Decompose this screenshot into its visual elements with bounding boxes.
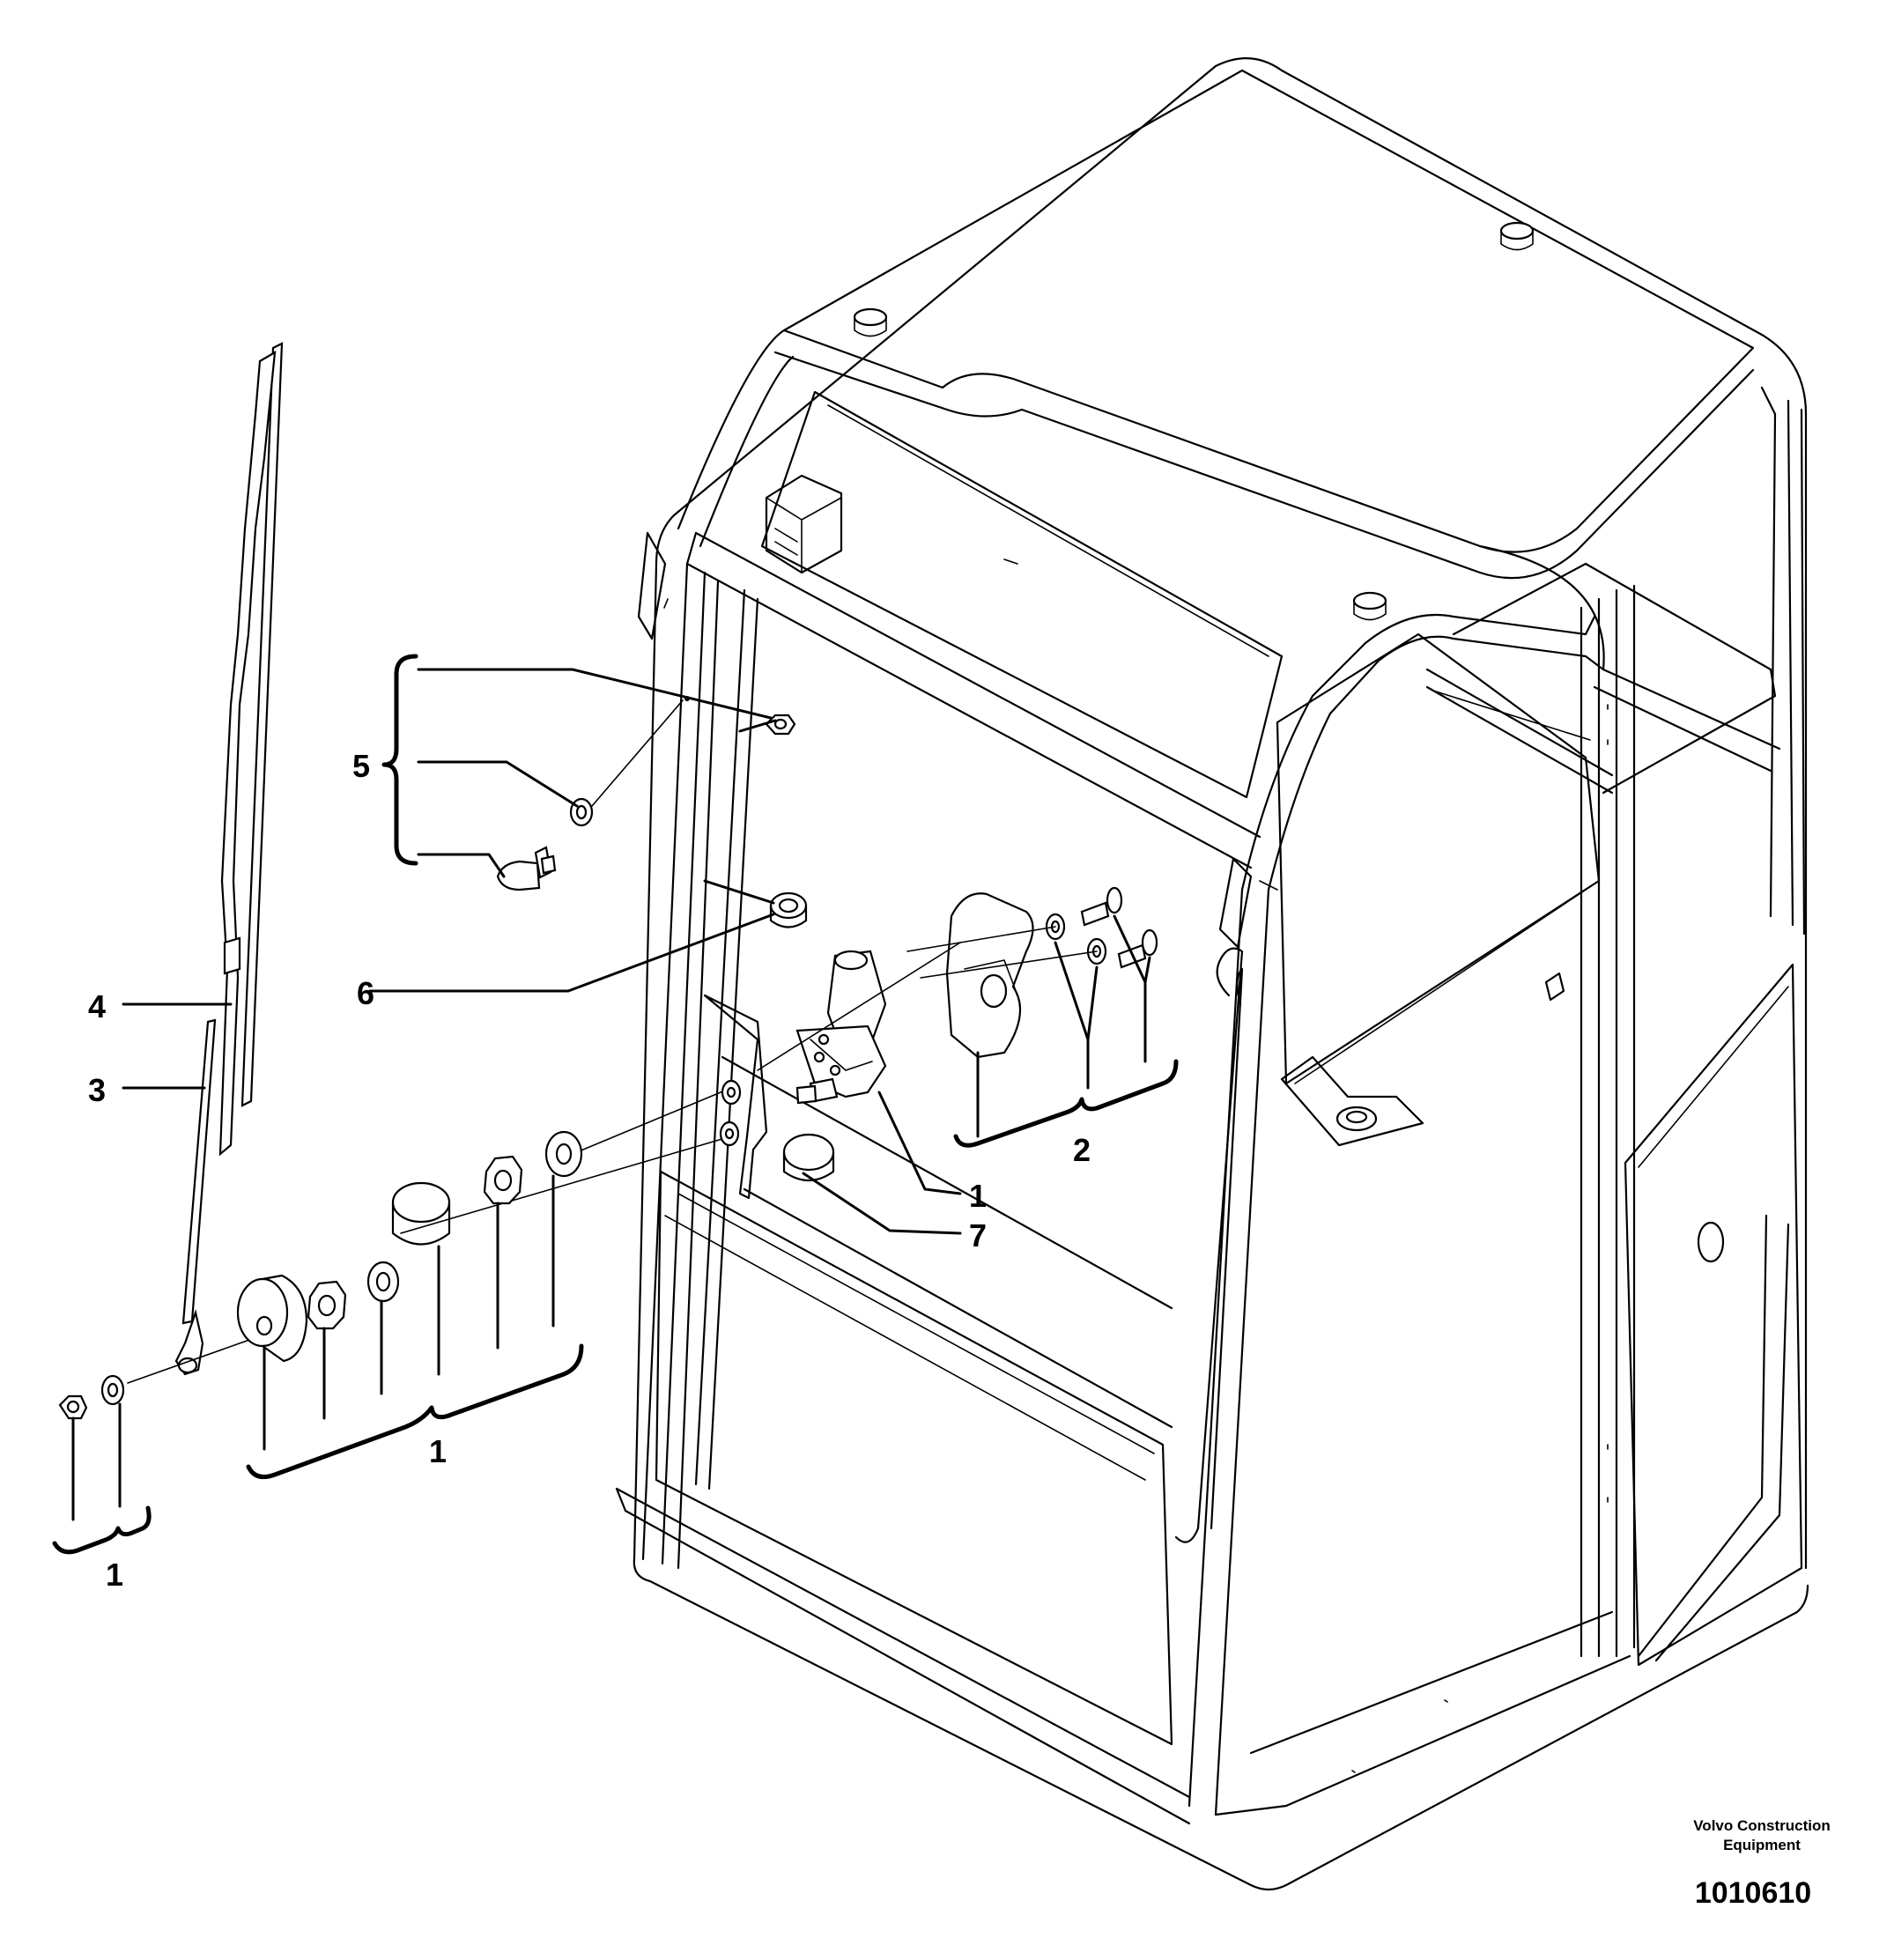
hub-cap xyxy=(391,1181,451,1246)
mounting-bolts xyxy=(906,886,1158,979)
credit-line-2: Equipment xyxy=(1723,1837,1801,1853)
braces xyxy=(52,654,1179,1555)
hub-nut-b xyxy=(483,1155,523,1205)
frame-hole-washers xyxy=(719,1079,742,1147)
callout-6: 6 xyxy=(357,975,374,1011)
callout-4: 4 xyxy=(88,988,106,1024)
brace-1-hub xyxy=(246,1343,584,1479)
leader-lines xyxy=(71,668,1151,1521)
wiper-arm xyxy=(174,1018,217,1376)
hub-nut xyxy=(307,1280,347,1330)
document-number: 1010610 xyxy=(1695,1876,1811,1910)
brace-1-small xyxy=(52,1505,152,1555)
hub-nut-small xyxy=(58,1394,88,1420)
wiper-blade xyxy=(218,342,284,1157)
wiper-motor-assembly xyxy=(703,892,1034,1200)
callout-3: 3 xyxy=(88,1072,106,1108)
callout-1-motor: 1 xyxy=(969,1178,987,1214)
shaft-axis-upper xyxy=(572,1087,732,1155)
hub-washer-a xyxy=(366,1261,400,1303)
cab-frame xyxy=(615,57,1809,1891)
brace-5 xyxy=(381,654,418,866)
credit-line-1: Volvo Construction xyxy=(1693,1817,1831,1834)
hub-washer-b xyxy=(544,1130,583,1178)
shaft-axis-lower xyxy=(400,1135,732,1234)
callout-1-washers: 1 xyxy=(106,1557,123,1593)
hub-washer-small xyxy=(100,1374,125,1406)
hub-bushing xyxy=(236,1274,308,1363)
cover-cap-small xyxy=(782,1133,835,1181)
brace-2 xyxy=(953,1059,1179,1148)
callout-2: 2 xyxy=(1073,1132,1091,1168)
callout-7: 7 xyxy=(969,1217,987,1254)
arm-axis xyxy=(127,1334,265,1384)
callout-5: 5 xyxy=(352,748,370,784)
callout-1-hub: 1 xyxy=(429,1433,447,1469)
grommet xyxy=(769,891,808,928)
